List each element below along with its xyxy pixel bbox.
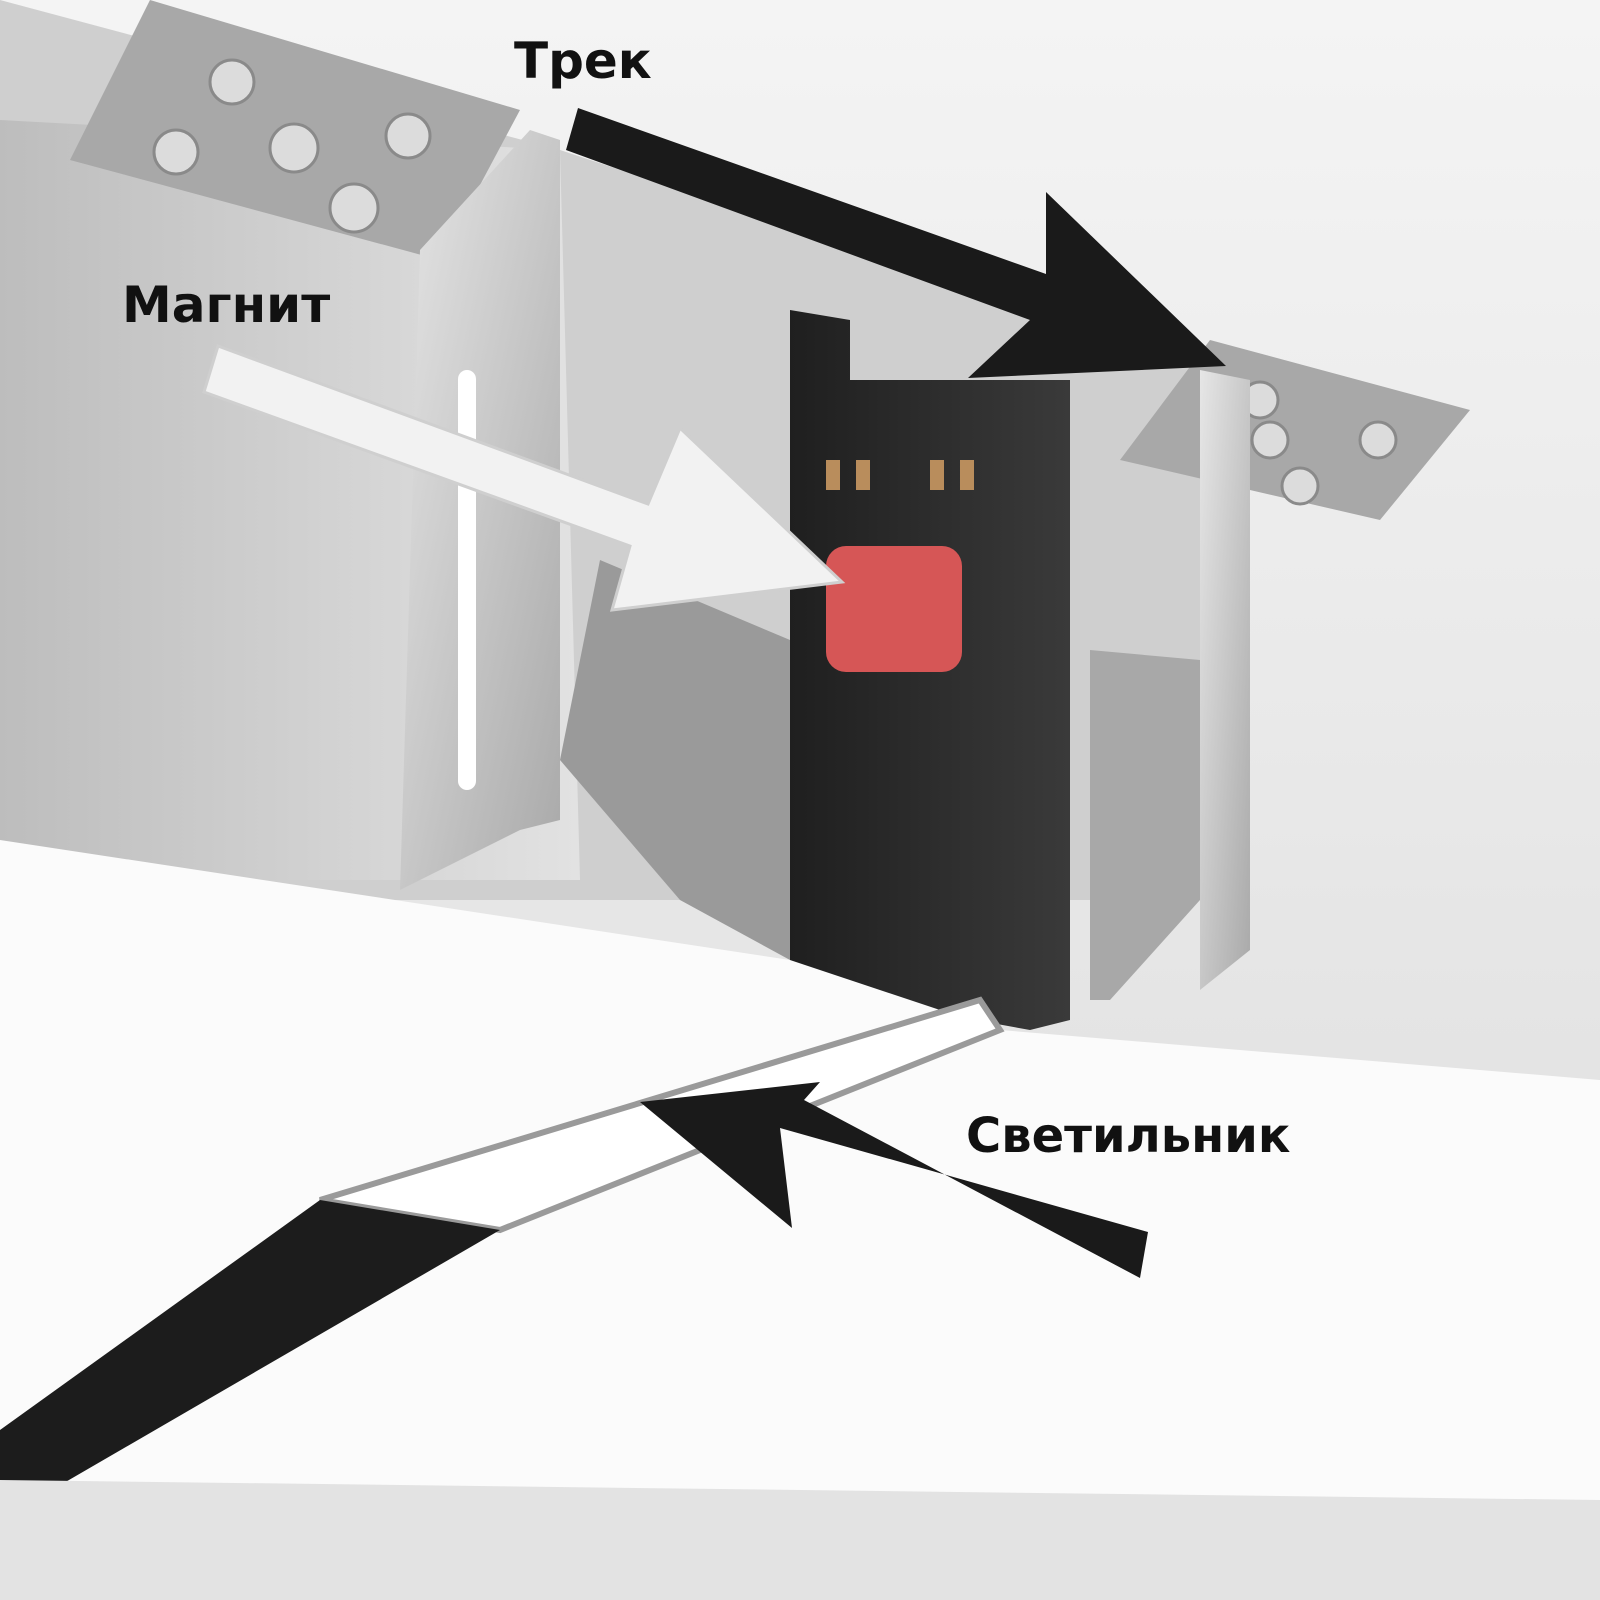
right-vertical-bracket [1200,370,1250,990]
luminaire-arrow-icon [640,1082,1148,1278]
left-bracket-slot [458,370,476,790]
luminaire-black-rail [0,1200,500,1520]
magnet-pad [826,546,962,672]
screw [1280,466,1320,506]
floor-shadow [0,1480,1600,1600]
screw [1250,420,1290,460]
magnet-arrow-icon [202,344,846,612]
screw [1358,420,1398,460]
track-arrow-icon [566,108,1226,378]
screw [328,182,380,234]
luminaire-slab [0,840,1600,1600]
screw-group-right [1240,380,1398,506]
contact [826,460,840,490]
screw [208,58,256,106]
contact [930,460,944,490]
screw [384,112,432,160]
screw-group-left [152,58,432,234]
contact [856,460,870,490]
left-side-profile [560,560,790,960]
screw [268,122,320,174]
track-contacts [826,460,974,490]
track-label: Трек [514,32,652,90]
right-side-profile [1090,650,1200,1000]
contact [960,460,974,490]
luminaire-label: Светильник [966,1108,1291,1164]
left-vertical-bracket [400,130,560,890]
screw [152,128,200,176]
magnet-label: Магнит [122,276,331,334]
